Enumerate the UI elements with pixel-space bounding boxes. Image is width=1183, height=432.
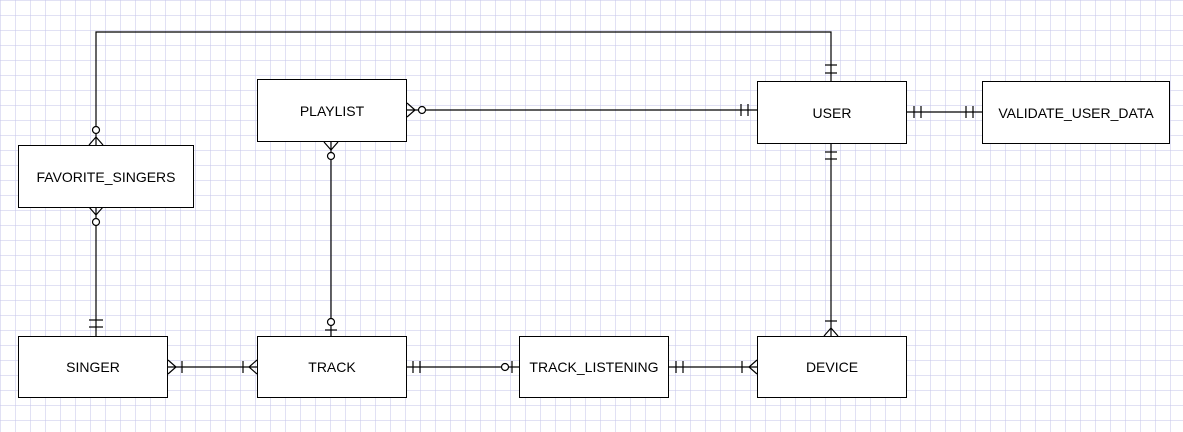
entity-validate-user-data-label: VALIDATE_USER_DATA [998, 104, 1154, 121]
mark-listening-left-circle [500, 362, 510, 372]
entity-singer-label: SINGER [66, 359, 120, 375]
entity-device-label: DEVICE [805, 359, 859, 375]
mark-playlist-right-crow [406, 102, 416, 118]
line-user-favorite-singers [95, 31, 832, 145]
entity-favorite-singers[interactable]: FAVORITE_SINGERS [18, 145, 194, 208]
mark-favorite-singers-bottom-circle [91, 217, 101, 227]
entity-playlist-label: PLAYLIST [299, 102, 365, 119]
entity-track-listening-label: TRACK_LISTENING [529, 359, 659, 375]
entity-track[interactable]: TRACK [257, 336, 407, 398]
mark-favorite-singers-top-crow [88, 136, 104, 146]
mark-favorite-singers-top-circle [91, 125, 101, 135]
entity-user[interactable]: USER [757, 81, 907, 144]
mark-device-left-crow [748, 359, 758, 375]
entity-validate-user-data[interactable]: VALIDATE_USER_DATA [982, 81, 1170, 144]
entity-favorite-singers-label: FAVORITE_SINGERS [36, 168, 176, 185]
entity-track-listening[interactable]: TRACK_LISTENING [519, 336, 669, 398]
entity-playlist[interactable]: PLAYLIST [257, 79, 407, 142]
mark-playlist-bottom-circle [326, 151, 336, 161]
mark-device-top-crow [823, 327, 839, 337]
mark-playlist-bottom-crow [323, 141, 339, 151]
entity-user-label: USER [812, 104, 852, 121]
mark-favorite-singers-bottom-crow [88, 206, 104, 216]
entity-device[interactable]: DEVICE [757, 336, 907, 398]
mark-playlist-right-circle [417, 105, 427, 115]
mark-track-top-circle [326, 317, 336, 327]
entity-singer[interactable]: SINGER [18, 336, 168, 398]
mark-singer-right-crow [167, 359, 177, 375]
mark-track-left-crow [248, 359, 258, 375]
entity-track-label: TRACK [308, 359, 356, 375]
